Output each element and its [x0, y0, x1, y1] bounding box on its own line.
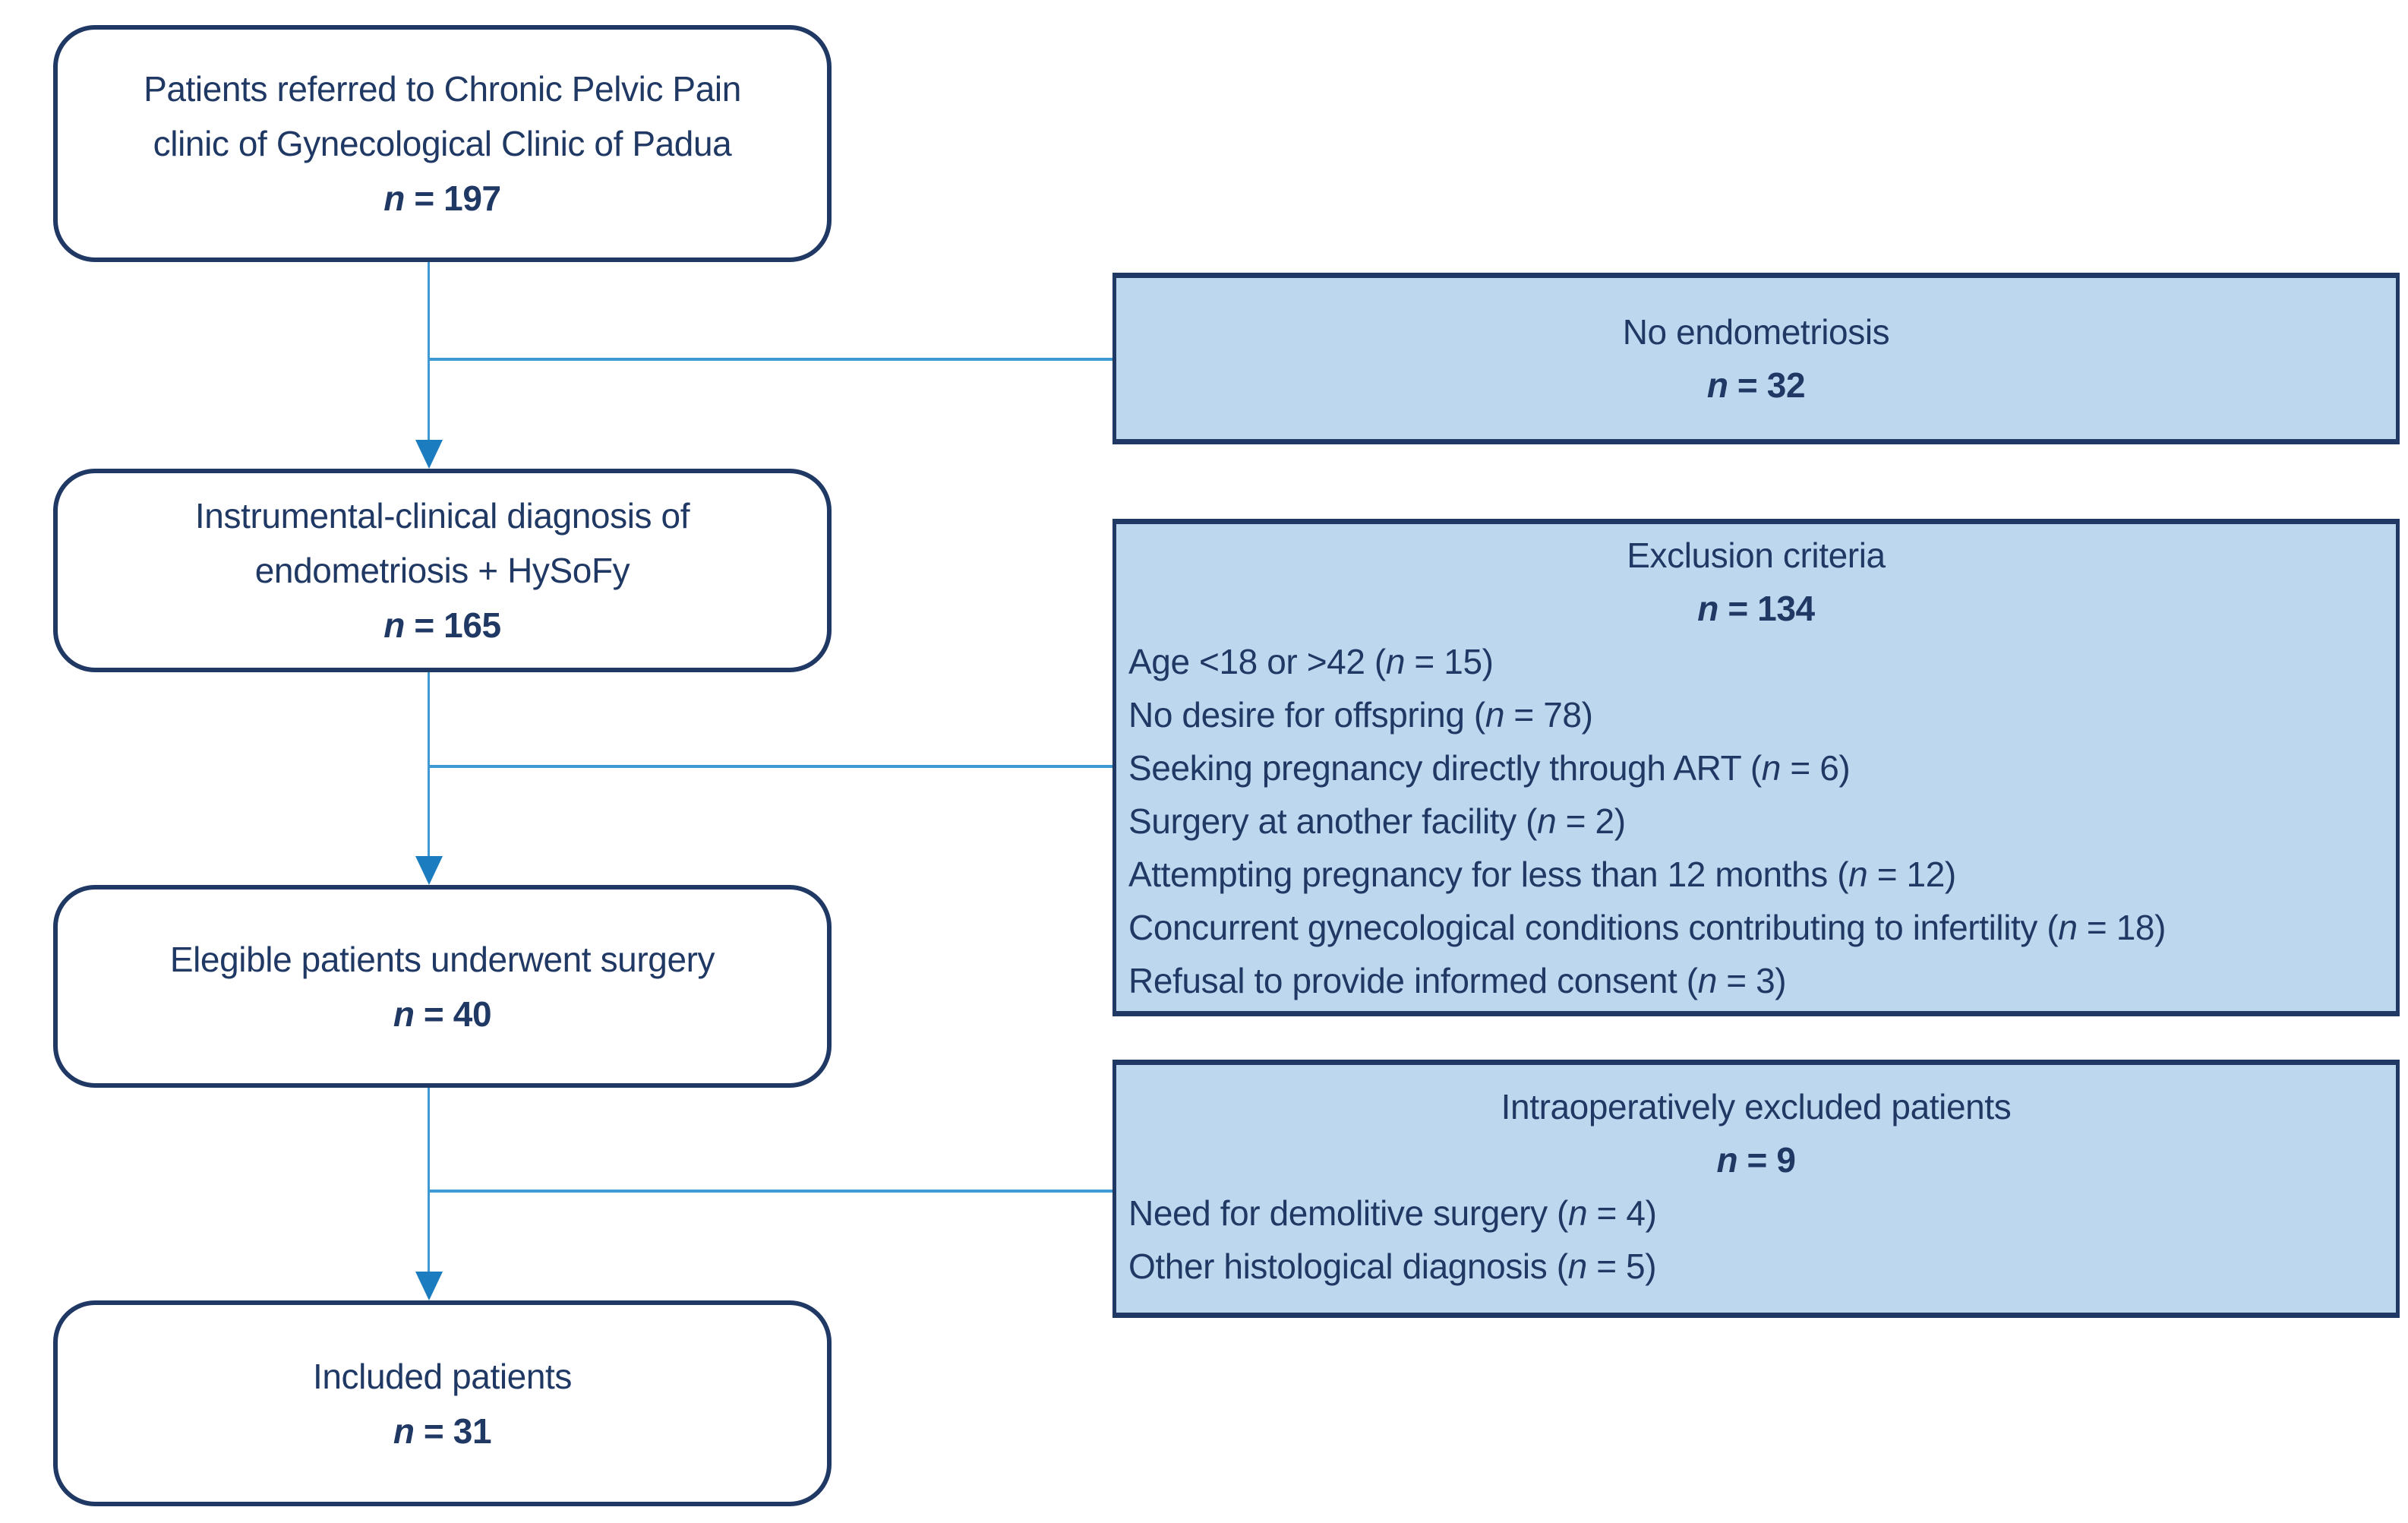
box-no-endometriosis-count: n = 32	[1706, 365, 1806, 405]
box-eligible-surgery-count: n = 40	[393, 994, 492, 1034]
arrow-down-icon	[415, 1272, 443, 1300]
box-no-endometriosis-title: No endometriosis	[1622, 312, 1890, 352]
box-intraoperative-excluded-title: Intraoperatively excluded patients	[1501, 1087, 2012, 1126]
exclusion-item-concurrent-conditions: Concurrent gynecological conditions cont…	[1128, 908, 2167, 947]
connector-branch-intraoperative	[429, 1190, 1112, 1193]
box-no-endometriosis: No endometriosis n = 32	[1112, 273, 2400, 444]
box-referred-patients-line2: clinic of Gynecological Clinic of Padua	[153, 124, 732, 163]
arrow-down-icon	[415, 856, 443, 885]
exclusion-item-other-facility: Surgery at another facility (n = 2)	[1128, 801, 1626, 841]
box-intraoperative-excluded-count: n = 9	[1716, 1140, 1796, 1180]
exclusion-item-refusal-consent: Refusal to provide informed consent (n =…	[1128, 961, 1787, 1000]
box-referred-patients-line1: Patients referred to Chronic Pelvic Pain	[144, 69, 741, 109]
intraop-item-other-histology: Other histological diagnosis (n = 5)	[1128, 1247, 1657, 1286]
connector-branch-exclusion	[429, 765, 1112, 768]
arrow-down-icon	[415, 440, 443, 469]
box-exclusion-criteria: Exclusion criteria n = 134 Age <18 or >4…	[1112, 519, 2400, 1016]
connector-vertical-3	[428, 1088, 430, 1272]
box-included-patients-line1: Included patients	[312, 1356, 572, 1396]
exclusion-item-no-desire: No desire for offspring (n = 78)	[1128, 695, 1593, 735]
exclusion-item-less-12-months: Attempting pregnancy for less than 12 mo…	[1128, 855, 1956, 894]
exclusion-item-age: Age <18 or >42 (n = 15)	[1128, 642, 1494, 681]
box-intraoperative-excluded: Intraoperatively excluded patients n = 9…	[1112, 1060, 2400, 1318]
box-exclusion-criteria-count: n = 134	[1697, 589, 1815, 628]
box-exclusion-criteria-title: Exclusion criteria	[1627, 536, 1886, 575]
box-included-patients: Included patients n = 31	[53, 1300, 832, 1506]
box-diagnosis: Instrumental-clinical diagnosis of endom…	[53, 469, 832, 672]
exclusion-item-art: Seeking pregnancy directly through ART (…	[1128, 748, 1851, 788]
box-referred-patients-count: n = 197	[383, 179, 501, 218]
intraop-item-demolitive-surgery: Need for demolitive surgery (n = 4)	[1128, 1193, 1657, 1233]
box-referred-patients: Patients referred to Chronic Pelvic Pain…	[53, 25, 832, 262]
connector-branch-no-endometriosis	[429, 358, 1112, 361]
connector-vertical-2	[428, 672, 430, 856]
box-diagnosis-count: n = 165	[383, 605, 501, 645]
box-eligible-surgery-line1: Elegible patients underwent surgery	[169, 939, 715, 979]
box-eligible-surgery: Elegible patients underwent surgery n = …	[53, 885, 832, 1088]
connector-vertical-1	[428, 262, 430, 441]
box-diagnosis-line1: Instrumental-clinical diagnosis of	[194, 496, 690, 536]
box-included-patients-count: n = 31	[393, 1411, 492, 1451]
box-diagnosis-line2: endometriosis + HySoFy	[254, 551, 630, 590]
